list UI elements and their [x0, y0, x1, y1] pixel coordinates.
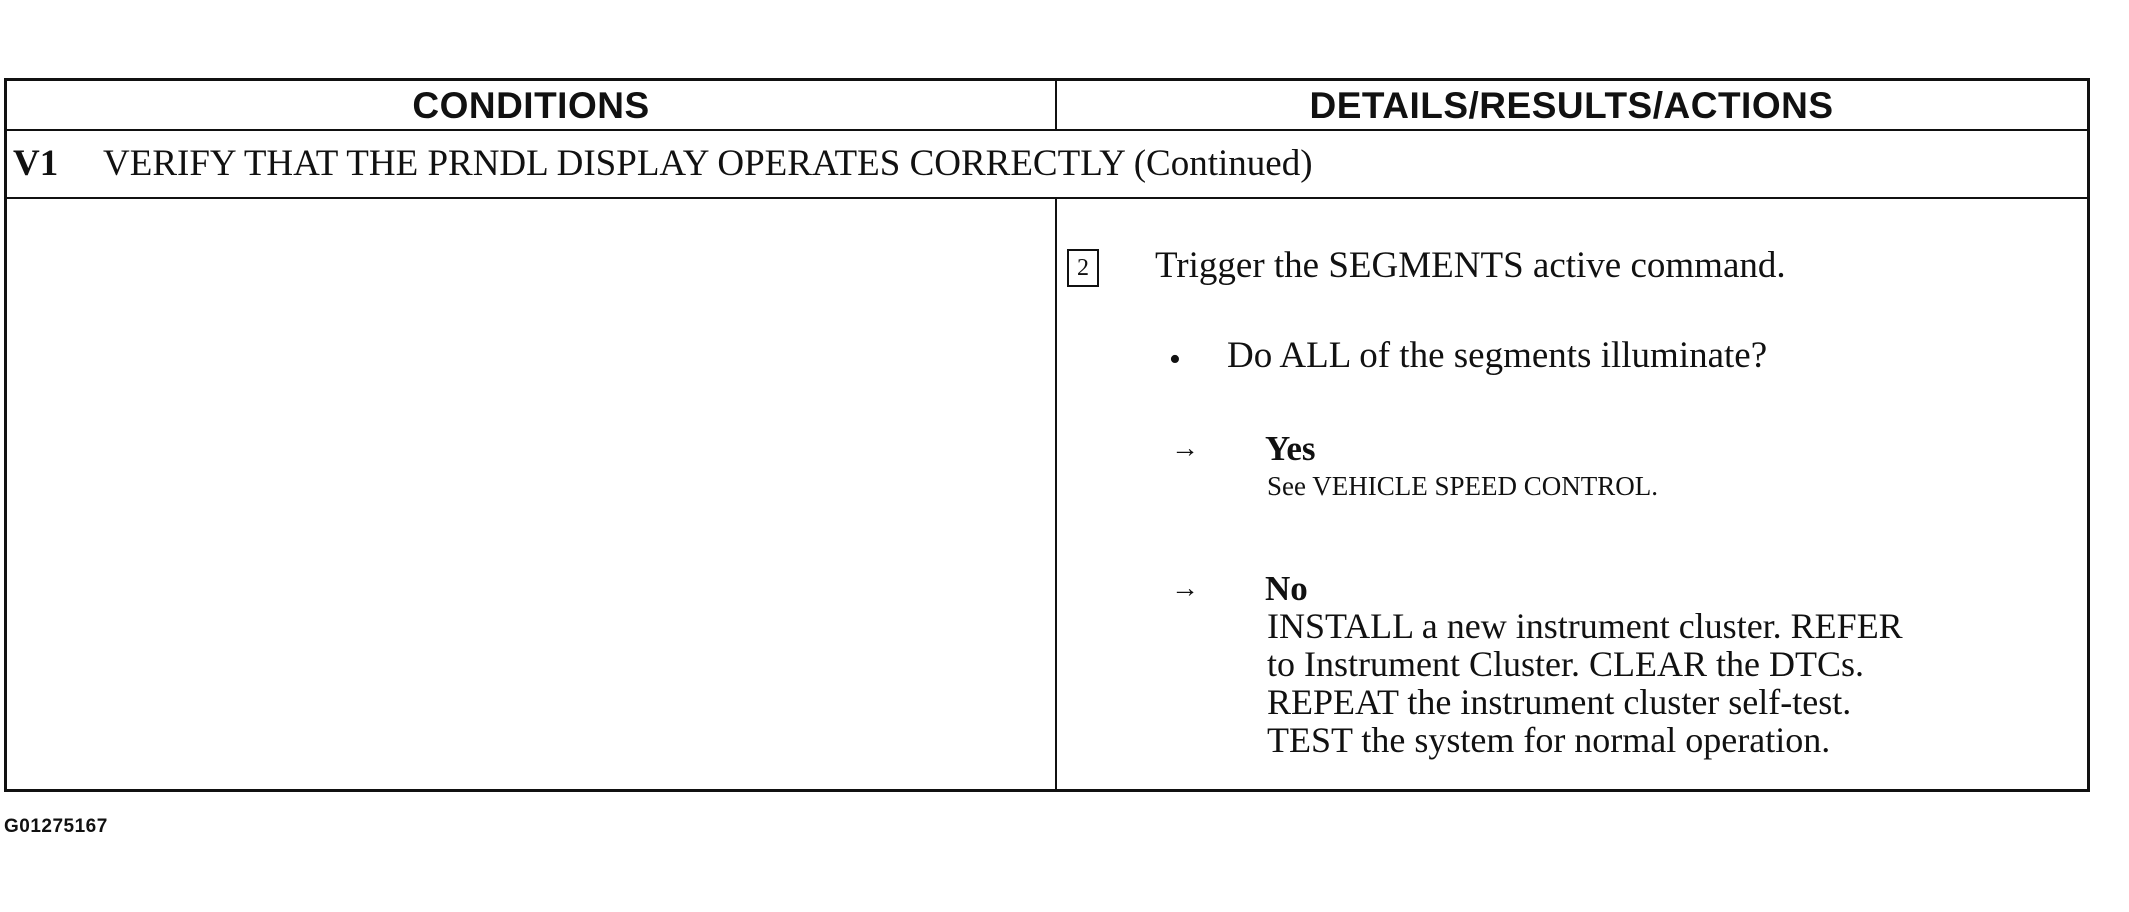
- bullet-icon: •: [1169, 341, 1181, 378]
- step-question: Do ALL of the segments illuminate?: [1227, 335, 1768, 376]
- conditions-cell: [7, 199, 1055, 789]
- yes-label: Yes: [1265, 429, 1316, 468]
- step-title: VERIFY THAT THE PRNDL DISPLAY OPERATES C…: [103, 143, 1313, 184]
- arrow-right-icon: →: [1171, 573, 1199, 604]
- details-cell: 2 Trigger the SEGMENTS active command. •…: [1057, 199, 2087, 789]
- no-action-line: TEST the system for normal operation.: [1267, 720, 1831, 760]
- step-number-box: 2: [1067, 249, 1099, 287]
- step-code: V1: [13, 143, 59, 184]
- no-action-line: to Instrument Cluster. CLEAR the DTCs.: [1267, 644, 1864, 684]
- table-body-row: 2 Trigger the SEGMENTS active command. •…: [7, 199, 2087, 789]
- no-label: No: [1265, 569, 1308, 608]
- no-action-line: REPEAT the instrument cluster self-test.: [1267, 682, 1852, 722]
- step-instruction: Trigger the SEGMENTS active command.: [1155, 245, 1786, 286]
- arrow-right-icon: →: [1171, 433, 1199, 464]
- column-divider: [1055, 199, 1057, 789]
- no-action-line: INSTALL a new instrument cluster. REFER: [1267, 606, 1903, 646]
- step-title-row: V1 VERIFY THAT THE PRNDL DISPLAY OPERATE…: [7, 131, 2087, 199]
- figure-id: G01275167: [4, 816, 108, 837]
- yes-action: See VEHICLE SPEED CONTROL.: [1267, 471, 1658, 501]
- details-header: DETAILS/RESULTS/ACTIONS: [1309, 85, 1834, 126]
- table-header-row: CONDITIONS DETAILS/RESULTS/ACTIONS: [7, 81, 2087, 131]
- column-divider: [1055, 81, 1057, 131]
- conditions-header: CONDITIONS: [412, 85, 650, 126]
- diagnostic-table: CONDITIONS DETAILS/RESULTS/ACTIONS V1 VE…: [4, 78, 2090, 792]
- no-action: INSTALL a new instrument cluster. REFER …: [1267, 607, 2077, 759]
